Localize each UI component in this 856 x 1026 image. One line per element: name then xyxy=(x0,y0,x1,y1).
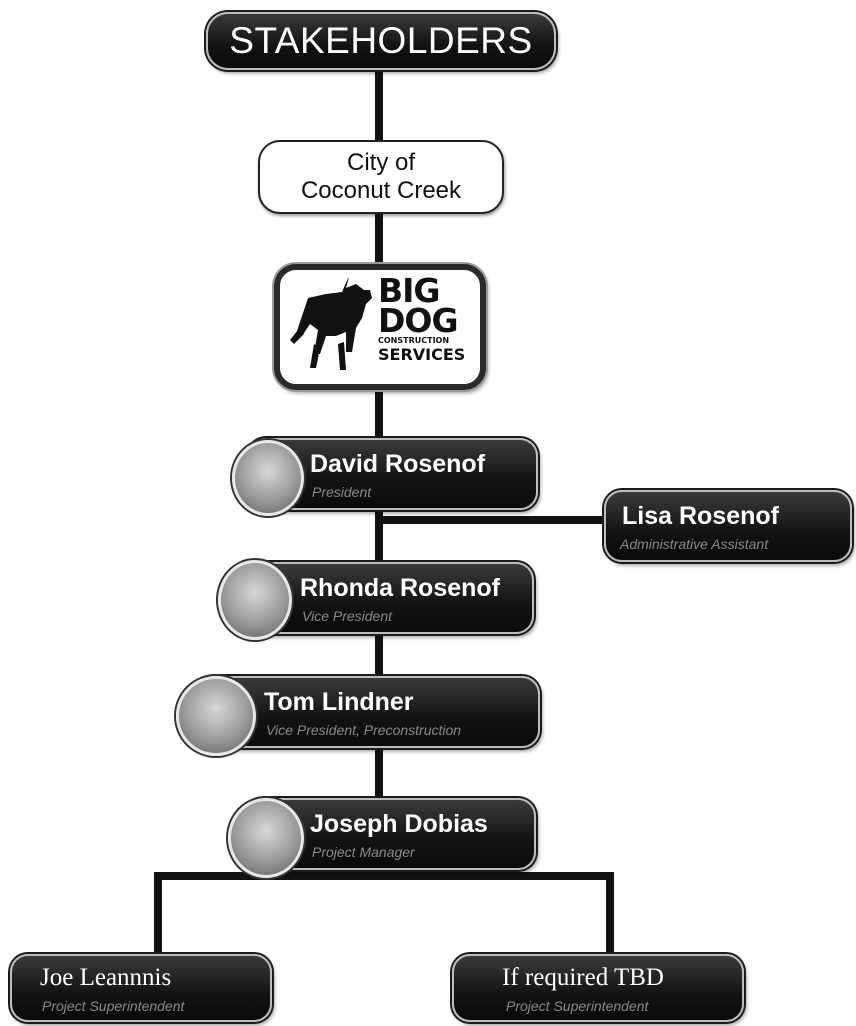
person-name: Joe Leannnis xyxy=(40,964,172,991)
person-role: Project Superintendent xyxy=(506,998,649,1014)
logo-line-3: CONSTRUCTION xyxy=(378,336,450,345)
client-line-2: Coconut Creek xyxy=(300,177,462,204)
connector-right-drop xyxy=(606,872,614,960)
person-role: Project Manager xyxy=(312,844,415,860)
person-name: Rhonda Rosenof xyxy=(300,574,500,602)
person-card-lisa: Lisa Rosenof Administrative Assistant xyxy=(604,490,852,562)
connector-left-drop xyxy=(154,872,162,960)
logo-line-2: DOG xyxy=(378,301,459,340)
logo-wordmark: BIG DOG CONSTRUCTION SERVICES xyxy=(378,271,478,364)
person-role: Project Superintendent xyxy=(42,998,185,1014)
person-name: David Rosenof xyxy=(310,450,486,478)
connector-lisa-branch xyxy=(379,516,631,524)
avatar-rhonda xyxy=(218,560,292,640)
person-name: If required TBD xyxy=(502,964,664,991)
person-role: Vice President xyxy=(302,608,393,624)
stakeholders-title: STAKEHOLDERS xyxy=(206,12,556,70)
avatar-david xyxy=(232,440,304,516)
person-card-tbd: If required TBD Project Superintendent xyxy=(452,954,744,1022)
logo-line-1: BIG xyxy=(378,271,441,310)
person-role: President xyxy=(312,484,372,500)
company-logo: BIG DOG CONSTRUCTION SERVICES xyxy=(274,264,486,390)
person-name: Lisa Rosenof xyxy=(622,502,779,530)
stakeholders-title-text: STAKEHOLDERS xyxy=(229,20,533,61)
avatar-tom xyxy=(176,676,256,756)
client-box: City of Coconut Creek xyxy=(258,140,504,214)
person-name: Tom Lindner xyxy=(264,688,414,716)
person-name: Joseph Dobias xyxy=(310,810,488,838)
logo-line-4: SERVICES xyxy=(378,345,466,364)
dog-silhouette-icon xyxy=(290,278,372,370)
connector-bottom-horizontal xyxy=(154,872,614,880)
person-role: Vice President, Preconstruction xyxy=(266,722,462,738)
person-card-tom: Tom Lindner Vice President, Preconstruct… xyxy=(196,676,540,748)
person-card-joe: Joe Leannnis Project Superintendent xyxy=(10,954,272,1022)
client-line-1: City of xyxy=(346,149,415,176)
person-role: Administrative Assistant xyxy=(620,536,769,552)
avatar-joseph xyxy=(228,798,304,878)
